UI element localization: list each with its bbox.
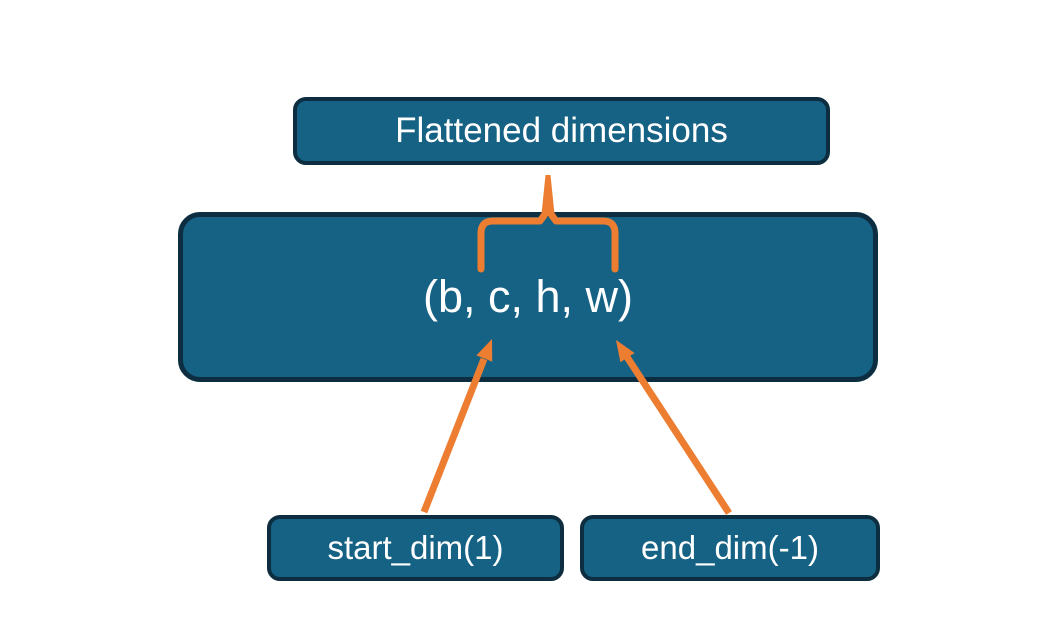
flattened-dimensions-box: Flattened dimensions: [293, 97, 830, 165]
end-dim-box: end_dim(-1): [580, 515, 880, 581]
start-dim-label: start_dim(1): [327, 529, 504, 566]
brace-stem: [541, 175, 555, 214]
tensor-shape-label: (b, c, h, w): [422, 271, 634, 322]
tensor-shape-box: (b, c, h, w): [178, 212, 878, 382]
end-dim-label: end_dim(-1): [641, 529, 819, 566]
flattened-dimensions-label: Flattened dimensions: [395, 111, 728, 150]
start-dim-box: start_dim(1): [267, 515, 564, 581]
